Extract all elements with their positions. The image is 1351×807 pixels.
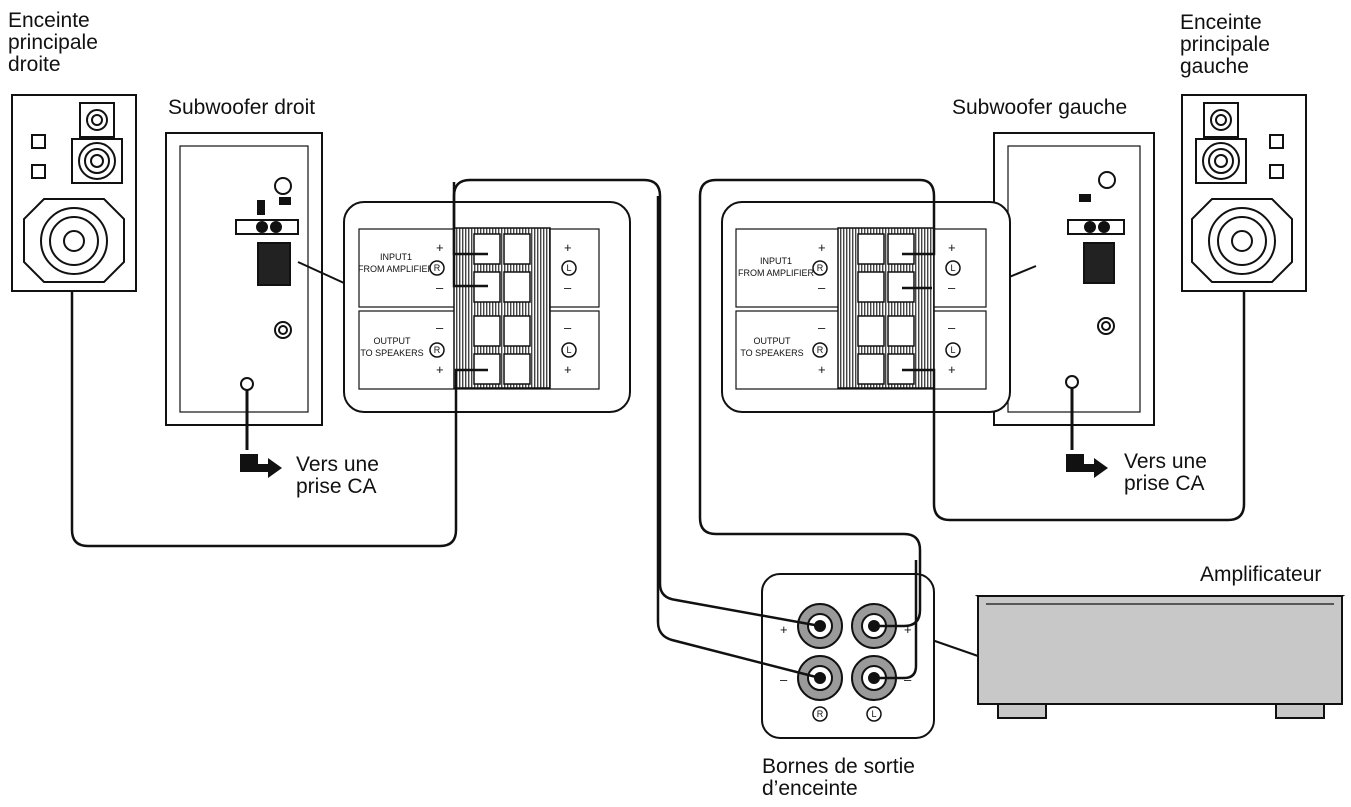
right-panel-plus-top: + [436,240,444,255]
right-panel-output-line2: TO SPEAKERS [360,348,423,358]
power-cords [245,388,1074,450]
amp-terminal-box [761,573,935,739]
left-panel-minus-top-r: – [948,280,956,295]
label-right-subwoofer: Subwoofer droit [168,96,316,119]
label-ac-outlet-left: Vers une prise CA [1124,450,1207,495]
amplifier [974,595,1346,719]
amp-plus-left: + [780,622,788,637]
right-panel-input-line1: INPUT1 [380,252,412,262]
label-left-subwoofer: Subwoofer gauche [952,96,1128,119]
label-right-main-speaker: Enceinte principale droite [8,9,98,76]
left-panel-plus-top-r: + [948,240,956,255]
right-panel-terminals [473,233,531,385]
label-speaker-output-terminals: Bornes de sortie d’enceinte [762,755,915,800]
left-panel-plus-bottom-r: + [948,362,956,377]
left-panel-minus-top: – [818,280,826,295]
right-panel-plus-bottom: + [436,362,444,377]
right-panel-texts: INPUT1 FROM AMPLIFIER OUTPUT TO SPEAKERS… [358,240,577,377]
left-panel-input-line1: INPUT1 [760,256,792,266]
right-panel-input-line2: FROM AMPLIFIER [358,264,435,274]
left-panel-minus-bottom-r: – [948,320,956,335]
amp-minus-right: – [904,672,912,687]
left-panel-r-mark-top: R [817,263,824,273]
right-main-speaker [11,94,137,292]
left-panel-output-line1: OUTPUT [754,336,792,346]
left-panel-l-mark-bottom: L [950,345,955,355]
right-panel-l-mark-top: L [566,263,571,273]
label-ac-outlet-right: Vers une prise CA [296,453,379,498]
left-terminal-panel [721,201,1011,413]
label-left-main-speaker: Enceinte principale gauche [1180,11,1270,78]
amp-minus-left: – [780,672,788,687]
left-panel-minus-bottom: – [818,320,826,335]
left-subwoofer [993,132,1155,426]
right-panel-plus-bottom-r: + [564,362,572,377]
right-panel-r-mark-bottom: R [434,345,441,355]
amp-terminal-texts: + – + – R L [780,622,912,719]
left-panel-output-line2: TO SPEAKERS [740,348,803,358]
speaker-cables [70,178,1246,680]
right-panel-minus-top-r: – [564,280,572,295]
left-panel-terminals [857,233,915,385]
amp-r-mark: R [817,709,824,719]
label-amplifier: Amplificateur [1200,563,1322,586]
power-arrows [240,454,1108,478]
amp-l-mark: L [871,709,876,719]
left-panel-plus-bottom: + [818,362,826,377]
left-panel-input-line2: FROM AMPLIFIER [738,268,815,278]
right-panel-minus-top: – [436,280,444,295]
right-panel-minus-bottom: – [436,320,444,335]
left-panel-r-mark-bottom: R [817,345,824,355]
left-panel-l-mark-top: L [950,263,955,273]
amp-plus-right: + [904,622,912,637]
right-subwoofer [165,132,323,426]
right-panel-l-mark-bottom: L [566,345,571,355]
right-panel-output-line1: OUTPUT [374,336,412,346]
right-panel-r-mark-top: R [434,263,441,273]
right-panel-minus-bottom-r: – [564,320,572,335]
right-panel-plus-top-r: + [564,240,572,255]
left-panel-texts: INPUT1 FROM AMPLIFIER OUTPUT TO SPEAKERS… [738,240,961,377]
left-main-speaker [1181,94,1307,292]
left-panel-plus-top: + [818,240,826,255]
